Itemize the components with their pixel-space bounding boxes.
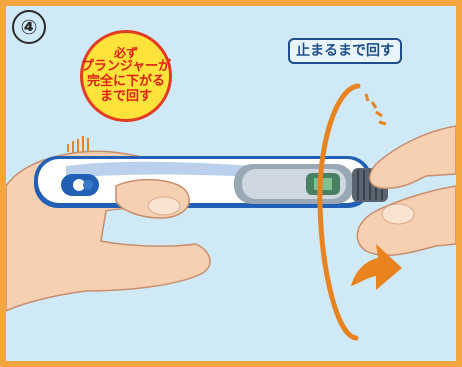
rotate-arrow-icon — [317, 83, 402, 341]
warning-badge: 必ず プランジャーが 完全に下がる まで回す — [80, 30, 172, 122]
badge-line-1: 必ず — [113, 45, 138, 60]
instruction-label: 止まるまで回す — [288, 38, 402, 64]
injection-pen — [34, 156, 388, 208]
badge-line-4: まで回す — [99, 89, 152, 105]
step-number: ④ — [12, 10, 46, 44]
badge-line-3: 完全に下がる — [86, 74, 165, 90]
badge-line-2: プランジャーが — [80, 59, 172, 75]
right-hand — [369, 125, 456, 190]
illustration-scene — [6, 83, 456, 341]
